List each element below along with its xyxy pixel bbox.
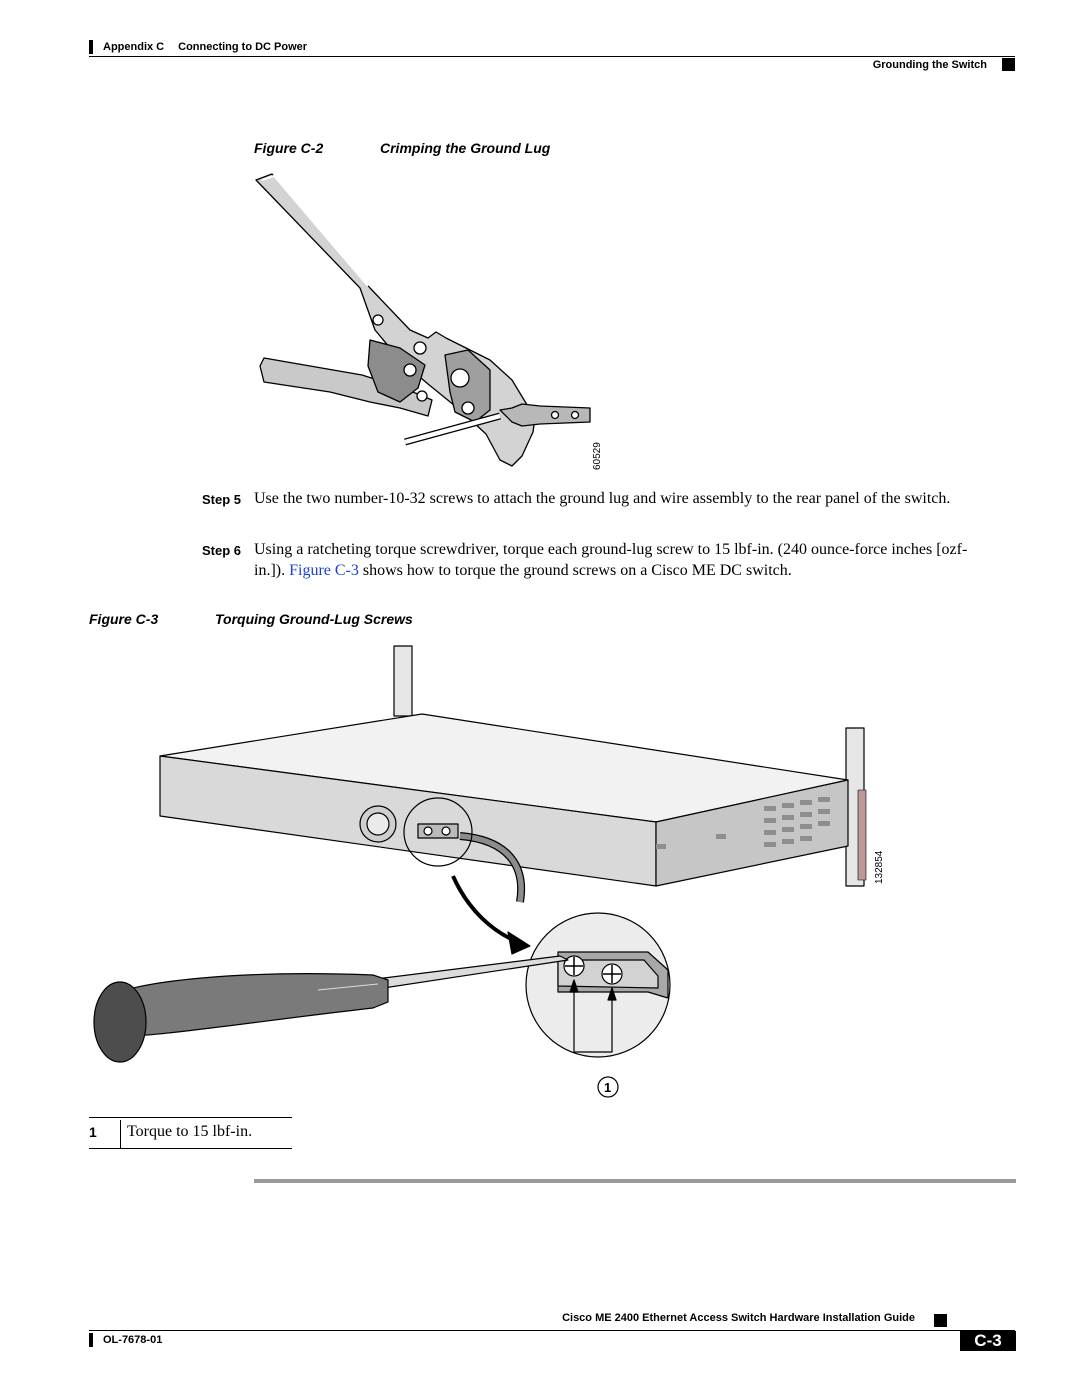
footer-marker [89,1333,93,1347]
legend-item-number: 1 [89,1124,97,1140]
figure-c3-art-id: 132854 [874,850,885,884]
chapter-title: Connecting to DC Power [178,41,308,53]
running-header: Appendix C Connecting to DC Power [103,41,307,53]
step-5-label: Step 5 [201,492,241,507]
figure-c2-caption: Figure C-2 Crimping the Ground Lug [254,140,550,156]
callout-1-marker: 1 [604,1080,611,1095]
page-number: C-3 [960,1331,1016,1351]
section-end-rule [254,1179,1016,1183]
step-6-text-after: shows how to torque the ground screws on… [358,562,792,579]
figure-c2-number: Figure C-2 [254,140,324,156]
legend-item-text: Torque to 15 lbf-in. [127,1123,253,1140]
appendix-label: Appendix C [103,41,165,53]
footer-square [934,1314,947,1327]
header-marker [89,40,93,54]
legend-separator [120,1120,121,1148]
step-6-text: Using a ratcheting torque screwdriver, t… [254,539,990,581]
figure-c2-title: Crimping the Ground Lug [380,140,551,156]
figure-c3-link[interactable]: Figure C-3 [289,562,359,579]
header-rule [89,56,1015,57]
crimping-tool-illustration [255,173,591,467]
section-title: Grounding the Switch [872,59,987,71]
figure-c3-number: Figure C-3 [89,611,159,627]
header-square [1002,58,1015,71]
figure-c3-title: Torquing Ground-Lug Screws [215,611,413,627]
legend-bottom-rule [89,1148,292,1149]
guide-title: Cisco ME 2400 Ethernet Access Switch Har… [562,1312,915,1324]
step-5-text: Use the two number-10-32 screws to attac… [254,490,951,507]
figure-c2-art-id: 60529 [592,442,603,470]
step-6-text-before: Using a ratcheting torque screwdriver, t… [254,541,968,579]
torque-illustration: 1 [93,645,867,1098]
step-6-label: Step 6 [201,543,241,558]
figure-c3-caption: Figure C-3 Torquing Ground-Lug Screws [89,611,413,627]
document-number: OL-7678-01 [103,1334,163,1346]
footer-rule [89,1330,1015,1331]
legend-top-rule [89,1117,292,1118]
